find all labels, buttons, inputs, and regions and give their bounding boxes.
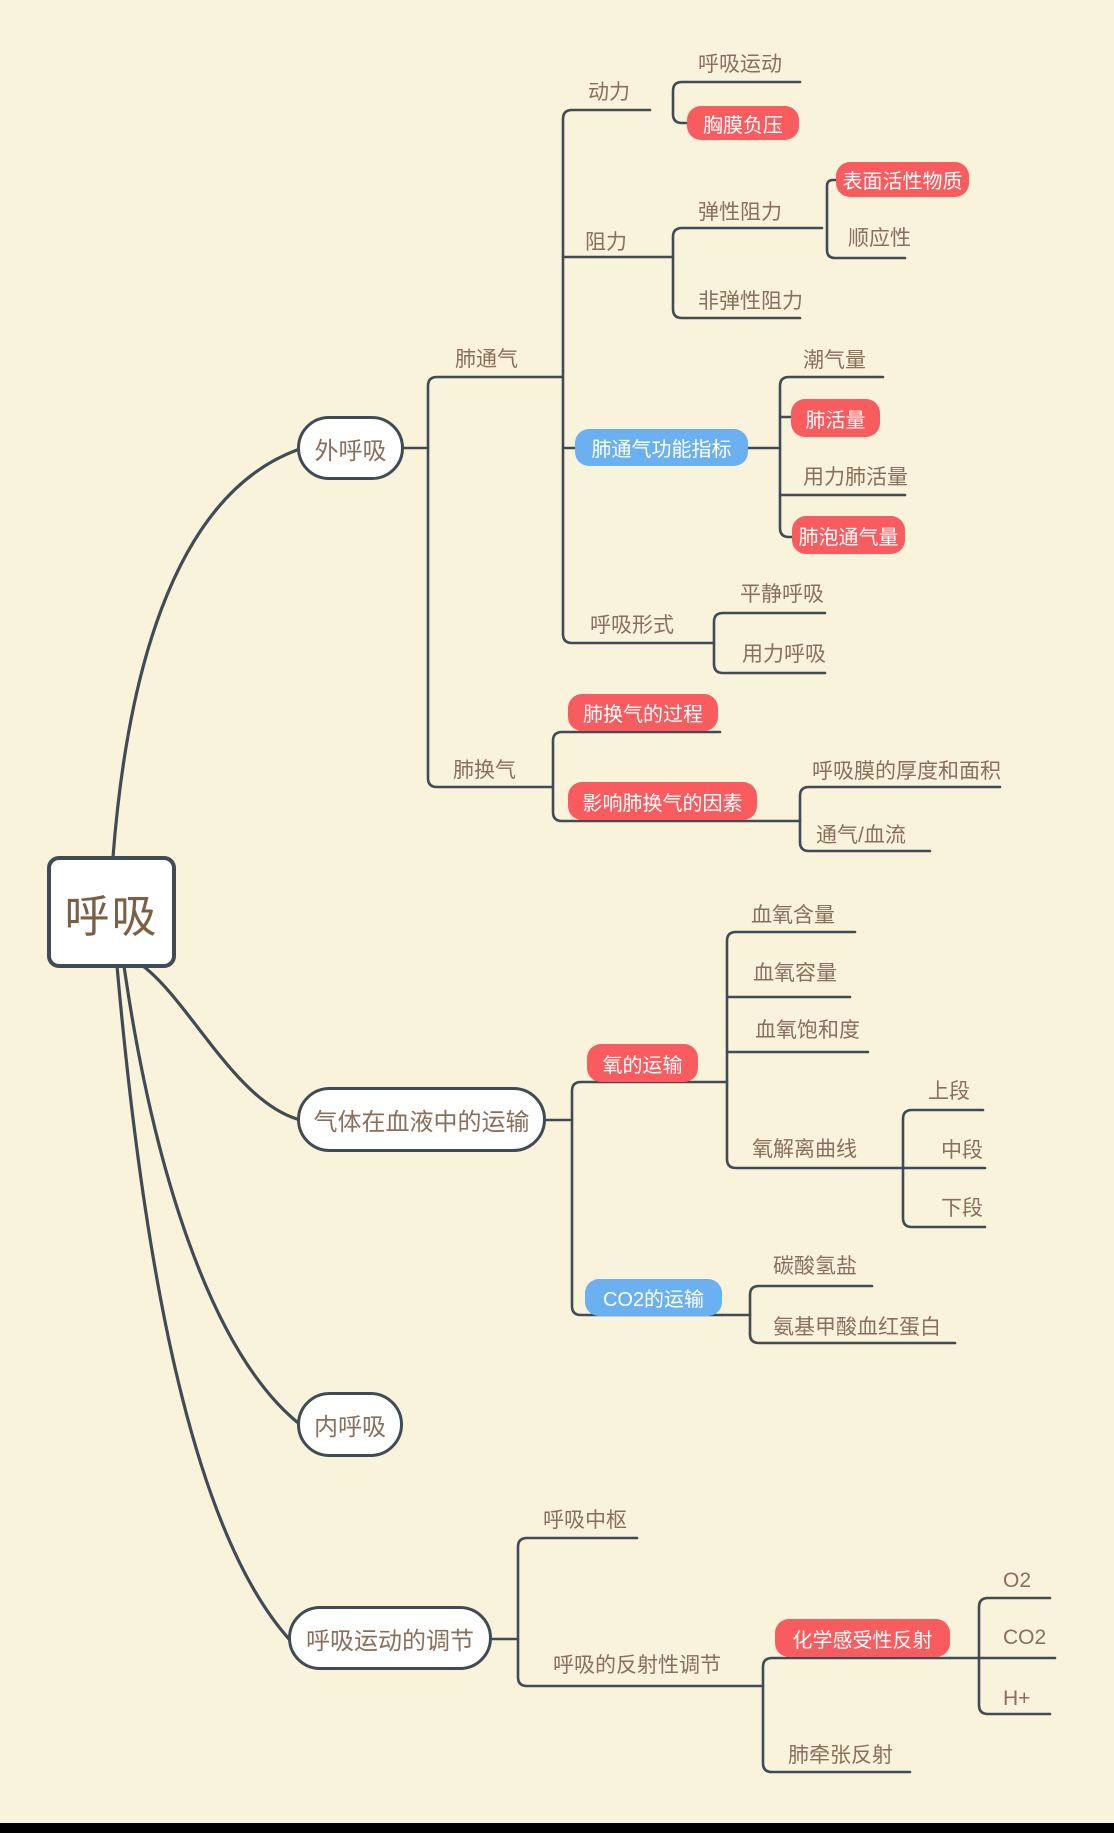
node-blood-oxygen-content[interactable]: 血氧含量 (751, 904, 835, 927)
node-lower-segment[interactable]: 下段 (941, 1197, 983, 1220)
elbow-connectors (401, 80, 1057, 1774)
node-oxygen-saturation[interactable]: 血氧饱和度 (755, 1019, 860, 1042)
node-lung-stretch-reflex[interactable]: 肺牵张反射 (788, 1744, 893, 1767)
node-forced-breathing[interactable]: 用力呼吸 (742, 643, 826, 666)
node-gas-transport-in-blood[interactable]: 气体在血液中的运输 (297, 1087, 546, 1152)
node-bicarbonate[interactable]: 碳酸氢盐 (773, 1255, 857, 1278)
node-quiet-breathing[interactable]: 平静呼吸 (740, 583, 824, 606)
node-pleural-negative-pressure[interactable]: 胸膜负压 (687, 106, 799, 140)
node-pulmonary-ventilation[interactable]: 肺通气 (455, 348, 518, 371)
node-vital-capacity[interactable]: 肺活量 (791, 399, 880, 437)
node-gas-exchange-factors[interactable]: 影响肺换气的因素 (568, 782, 757, 820)
node-chemoreceptor-reflex[interactable]: 化学感受性反射 (775, 1619, 950, 1657)
root-branch-curves (111, 448, 299, 1641)
node-respiratory-center[interactable]: 呼吸中枢 (543, 1509, 627, 1532)
node-h-plus[interactable]: H+ (1003, 1687, 1031, 1710)
node-resistance[interactable]: 阻力 (585, 231, 627, 254)
node-tidal-volume[interactable]: 潮气量 (803, 349, 866, 372)
node-blood-oxygen-capacity[interactable]: 血氧容量 (753, 962, 837, 985)
node-power[interactable]: 动力 (588, 81, 630, 104)
node-reflex-regulation[interactable]: 呼吸的反射性调节 (553, 1654, 721, 1677)
node-respiratory-membrane[interactable]: 呼吸膜的厚度和面积 (812, 760, 1001, 783)
node-breathing-pattern[interactable]: 呼吸形式 (590, 614, 674, 637)
node-compliance[interactable]: 顺应性 (848, 227, 911, 250)
node-co2-transport[interactable]: CO2的运输 (585, 1279, 722, 1316)
node-middle-segment[interactable]: 中段 (941, 1139, 983, 1162)
node-external-respiration[interactable]: 外呼吸 (297, 416, 404, 480)
node-regulation-of-breathing[interactable]: 呼吸运动的调节 (288, 1606, 492, 1670)
node-alveolar-ventilation[interactable]: 肺泡通气量 (792, 516, 905, 554)
node-ventilation-function-index[interactable]: 肺通气功能指标 (575, 429, 748, 466)
node-ventilation-perfusion[interactable]: 通气/血流 (816, 824, 906, 847)
node-upper-segment[interactable]: 上段 (928, 1080, 970, 1103)
node-co2[interactable]: CO2 (1003, 1626, 1047, 1649)
node-oxygen-transport[interactable]: 氧的运输 (587, 1044, 698, 1082)
node-carbaminohemoglobin[interactable]: 氨基甲酸血红蛋白 (773, 1316, 941, 1339)
node-gas-exchange-process[interactable]: 肺换气的过程 (568, 694, 718, 731)
node-inelastic-resistance[interactable]: 非弹性阻力 (698, 290, 803, 313)
root-node[interactable]: 呼吸 (47, 856, 176, 968)
node-breathing-movement[interactable]: 呼吸运动 (698, 53, 782, 76)
node-oxygen-dissociation-curve[interactable]: 氧解离曲线 (752, 1138, 857, 1161)
node-elastic-resistance[interactable]: 弹性阻力 (698, 201, 782, 224)
node-pulmonary-gas-exchange[interactable]: 肺换气 (453, 759, 516, 782)
node-internal-respiration[interactable]: 内呼吸 (297, 1392, 403, 1457)
node-surfactant[interactable]: 表面活性物质 (836, 162, 969, 197)
node-o2[interactable]: O2 (1003, 1569, 1032, 1592)
node-forced-vital-capacity[interactable]: 用力肺活量 (803, 466, 908, 489)
bottom-black-bar (0, 1823, 1114, 1833)
